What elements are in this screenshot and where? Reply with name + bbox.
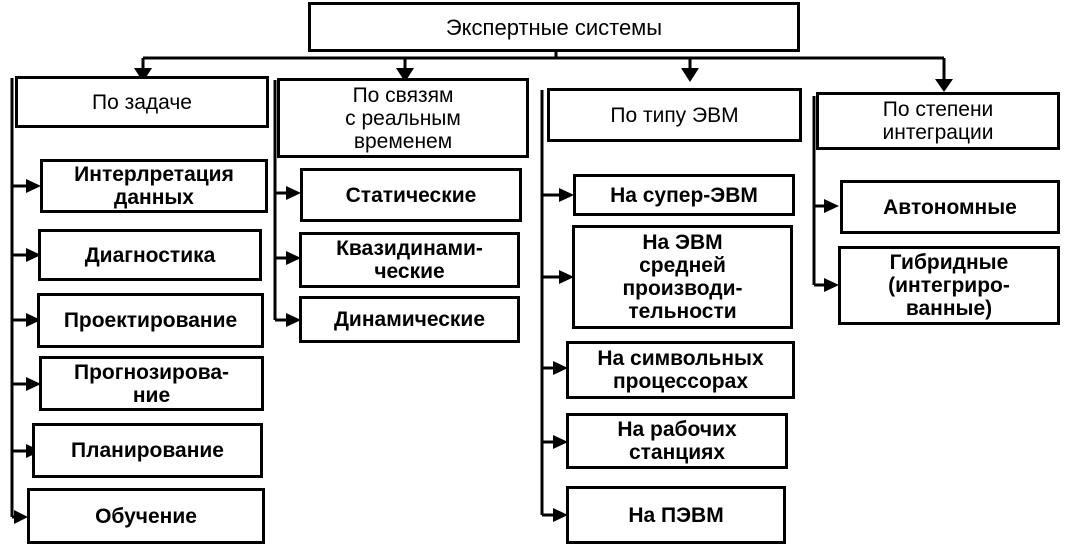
item-hybrid-integrated: Гибридные (интегриро- ванные) [838, 246, 1060, 325]
item-dynamic: Динамические [299, 296, 520, 343]
category-by-computer-type: По типу ЭВМ [547, 88, 802, 142]
item-training: Обучение [27, 488, 265, 544]
category-by-realtime: По связям с реальным временем [277, 78, 529, 158]
root-node-title: Экспертные системы [308, 2, 800, 52]
item-data-interpretation: Интерлретация данных [40, 159, 268, 213]
item-autonomous: Автономные [840, 180, 1060, 234]
item-planning: Планирование [32, 423, 263, 478]
item-diagnostics: Диагностика [38, 229, 262, 281]
item-workstations: На рабочих станциях [566, 413, 788, 469]
item-supercomputer: На супер-ЭВМ [573, 174, 795, 216]
item-design: Проектирование [37, 293, 264, 348]
item-symbolic-processors: На символьных процессорах [566, 341, 795, 399]
category-by-task: По задаче [15, 76, 269, 128]
item-forecasting: Прогнозирова- ние [39, 356, 264, 411]
item-quasi-dynamic: Квазидинами- ческие [299, 232, 520, 288]
item-mid-performance-computer: На ЭВМ средней производи- тельности [572, 225, 793, 329]
category-by-integration: По степени интеграции [816, 92, 1060, 150]
item-static: Статические [300, 168, 522, 222]
item-pc: На ПЭВМ [566, 486, 786, 544]
